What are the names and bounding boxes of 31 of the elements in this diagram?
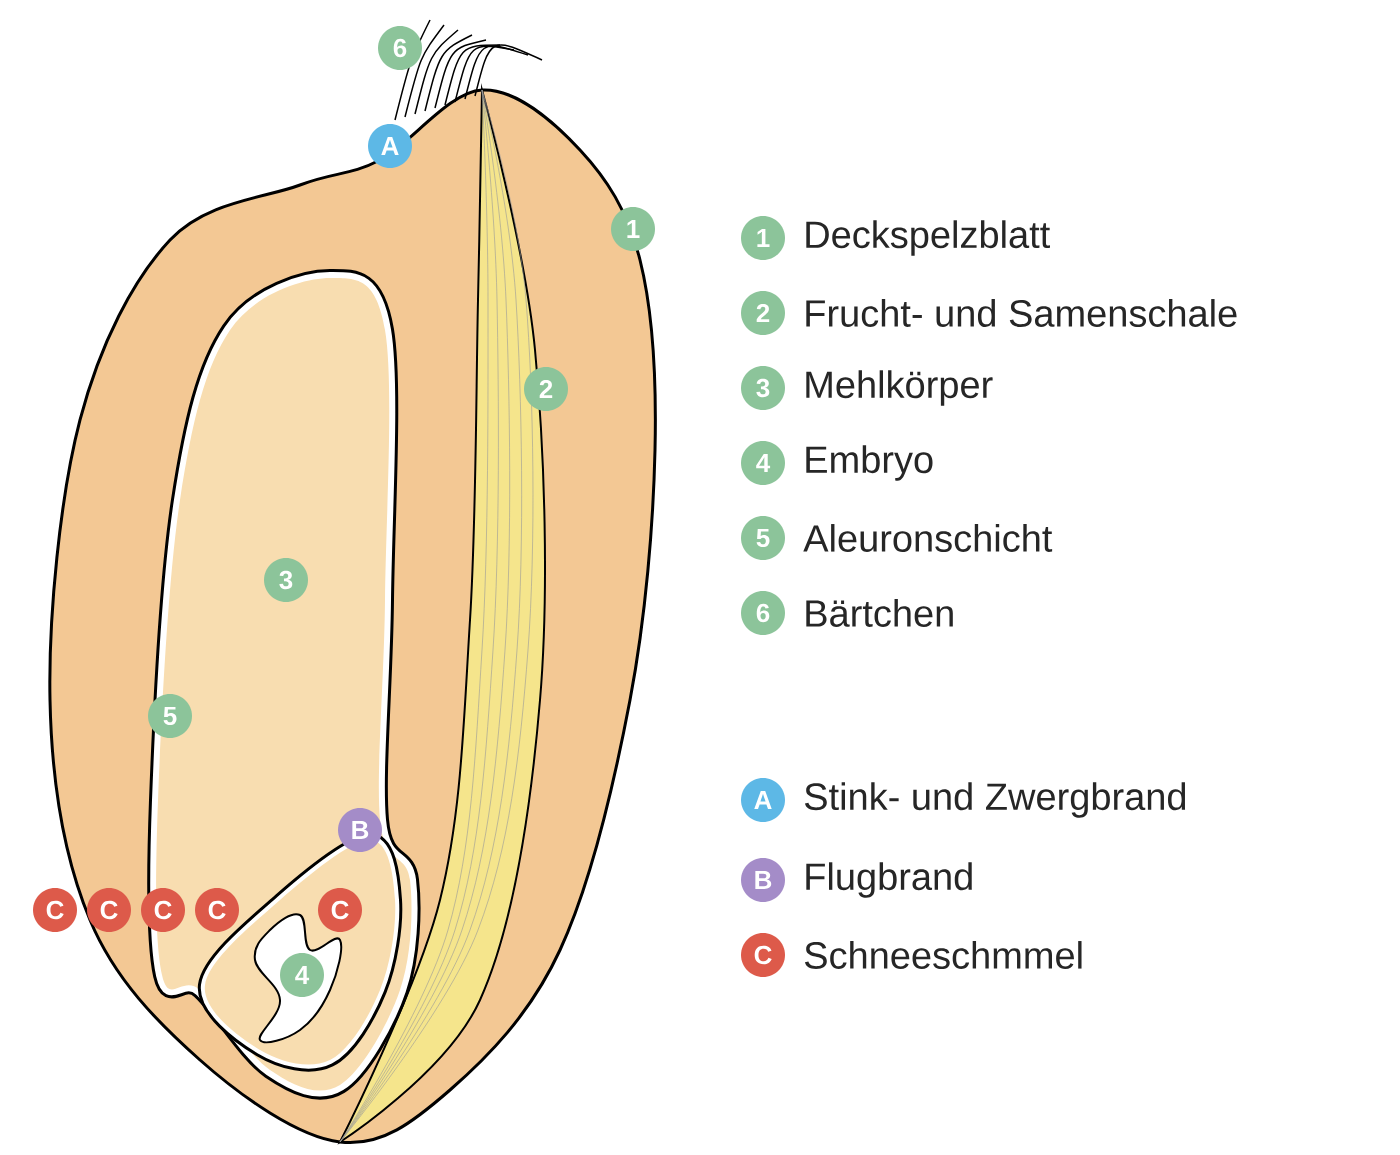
part-label: Flugbrand: [806, 862, 972, 898]
callout-number: 5: [148, 694, 192, 738]
callout-number: C: [33, 888, 77, 932]
callout-number: 1: [611, 207, 655, 251]
callout-number: C: [87, 888, 131, 932]
callout-number: 3: [264, 558, 308, 602]
callout-number: 6: [741, 591, 785, 635]
part-label: Deckspelzblatt: [806, 220, 1050, 256]
part-label: Schneeschmmel: [804, 941, 1082, 969]
part-label: Frucht- und Samenschale: [806, 299, 1237, 327]
callout-number: C: [141, 888, 185, 932]
callout-number: B: [741, 858, 785, 902]
callout-number: 4: [741, 441, 785, 485]
callout-number: 6: [378, 26, 422, 70]
callout-number: 3: [741, 366, 785, 410]
part-label: Bärtchen: [806, 599, 953, 627]
callout-number: C: [195, 888, 239, 932]
callout-number: A: [368, 124, 412, 168]
callout-number: 2: [741, 291, 785, 335]
callout-number: 5: [741, 516, 785, 560]
part-label: Aleuronschicht: [803, 524, 1053, 552]
callout-number: C: [318, 888, 362, 932]
part-label: Mehlkörper: [806, 370, 993, 406]
callout-number: 4: [280, 953, 324, 997]
callout-number: C: [741, 933, 785, 977]
callout-number: 2: [524, 367, 568, 411]
callout-number: 1: [741, 216, 785, 260]
part-label: Embryo: [806, 445, 933, 481]
callout-number: A: [741, 778, 785, 822]
part-label: Stink- und Zwergbrand: [804, 782, 1186, 818]
callout-number: B: [338, 808, 382, 852]
